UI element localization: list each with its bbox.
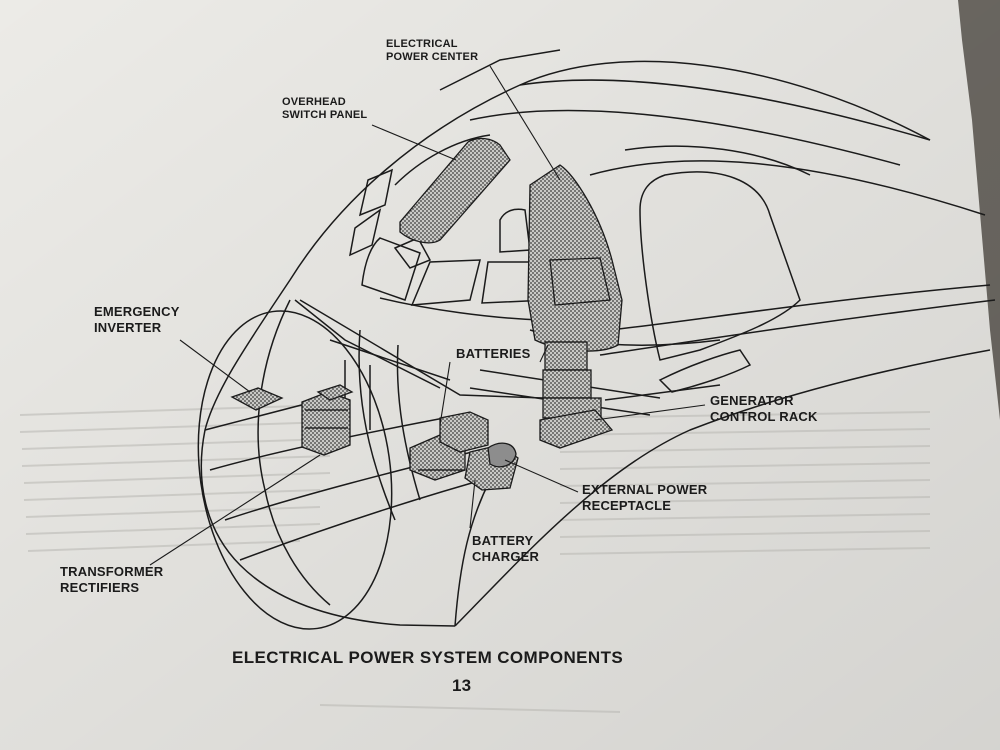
label-line: BATTERY xyxy=(472,533,534,548)
overhead-switch-panel-shape xyxy=(399,137,511,244)
batteries-shape xyxy=(409,411,489,481)
page-number: 13 xyxy=(452,676,472,695)
transformer-rectifiers-shape xyxy=(301,384,354,456)
external-power-receptacle-shape xyxy=(487,442,517,468)
label-line: EXTERNAL POWER xyxy=(582,482,708,497)
label-electrical-power-center: ELECTRICAL POWER CENTER xyxy=(386,38,478,64)
label-line: TRANSFORMER xyxy=(60,564,164,579)
label-line: ELECTRICAL xyxy=(386,38,458,50)
label-overhead-switch-panel: OVERHEAD SWITCH PANEL xyxy=(282,96,367,122)
label-line: SWITCH PANEL xyxy=(282,109,368,122)
label-line: OVERHEAD xyxy=(282,96,346,108)
leader-lines xyxy=(149,65,706,566)
label-batteries: BATTERIES xyxy=(456,346,531,361)
label-line: CONTROL RACK xyxy=(710,408,818,424)
label-emergency-inverter: EMERGENCY INVERTER xyxy=(94,304,180,335)
generator-control-rack-shape xyxy=(539,409,614,449)
label-line: POWER CENTER xyxy=(386,51,479,64)
label-line: GENERATOR xyxy=(710,393,794,408)
label-generator-control-rack: GENERATOR CONTROL RACK xyxy=(710,393,818,424)
label-line: CHARGER xyxy=(472,548,540,564)
label-line: INVERTER xyxy=(94,319,162,335)
label-battery-charger: BATTERY CHARGER xyxy=(472,533,539,564)
bleed-through-text xyxy=(19,404,931,713)
label-transformer-rectifiers: TRANSFORMER RECTIFIERS xyxy=(60,564,163,595)
label-external-power-receptacle: EXTERNAL POWER RECEPTACLE xyxy=(582,482,707,513)
label-line: RECEPTACLE xyxy=(582,497,672,513)
rack-unit-1 xyxy=(544,341,588,371)
label-line: EMERGENCY xyxy=(94,304,180,319)
page-title: ELECTRICAL POWER SYSTEM COMPONENTS xyxy=(232,648,624,667)
stippled-components xyxy=(230,137,623,491)
rack-unit-2 xyxy=(542,369,592,399)
label-line: RECTIFIERS xyxy=(60,579,140,595)
